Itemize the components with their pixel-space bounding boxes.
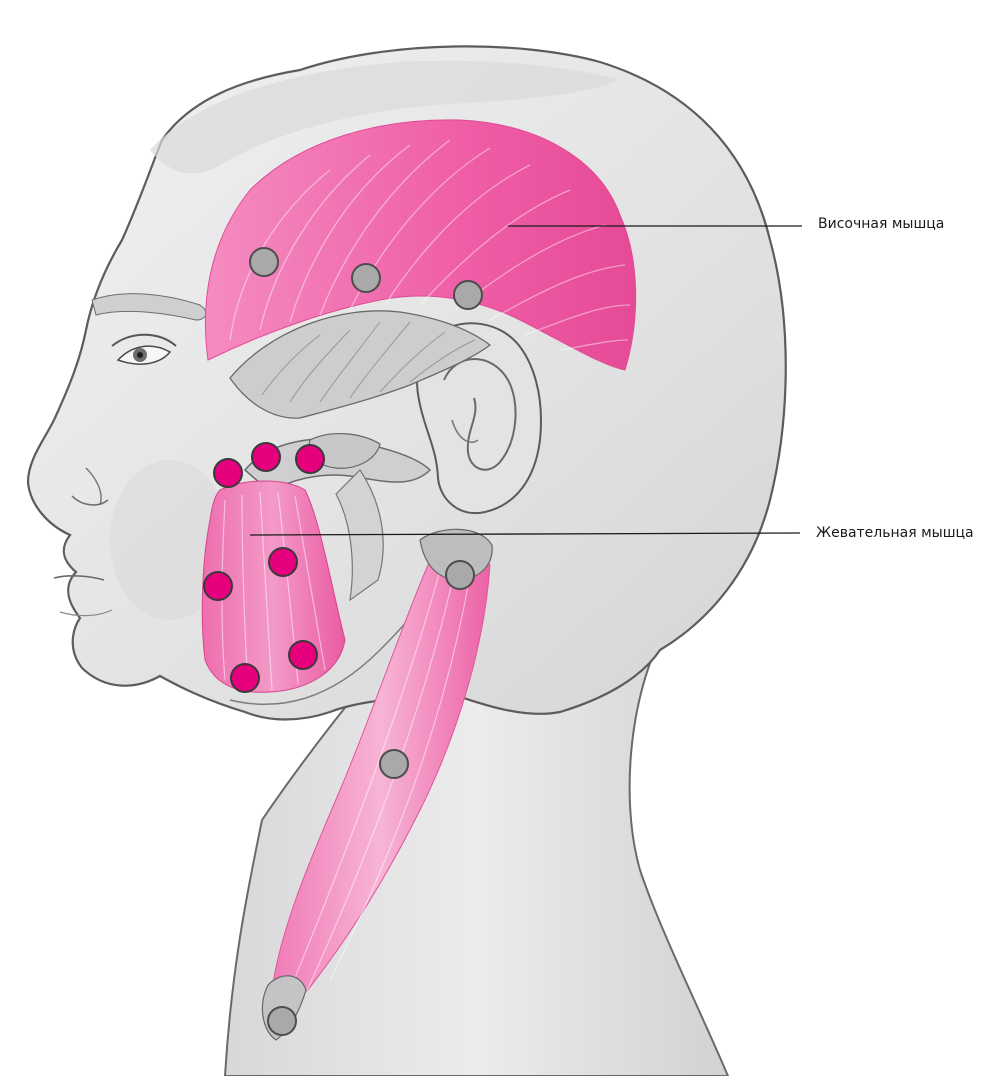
pink-point [252, 443, 280, 471]
gray-point [268, 1007, 296, 1035]
pink-point [214, 459, 242, 487]
gray-point [352, 264, 380, 292]
pink-point [269, 548, 297, 576]
gray-point [380, 750, 408, 778]
gray-point [250, 248, 278, 276]
temporal-muscle-label: Височная мышца [818, 215, 944, 233]
pink-point [296, 445, 324, 473]
pink-point [204, 572, 232, 600]
pink-point [231, 664, 259, 692]
masseter-muscle-label: Жевательная мышца [816, 524, 974, 542]
pink-point [289, 641, 317, 669]
gray-point [454, 281, 482, 309]
gray-point [446, 561, 474, 589]
